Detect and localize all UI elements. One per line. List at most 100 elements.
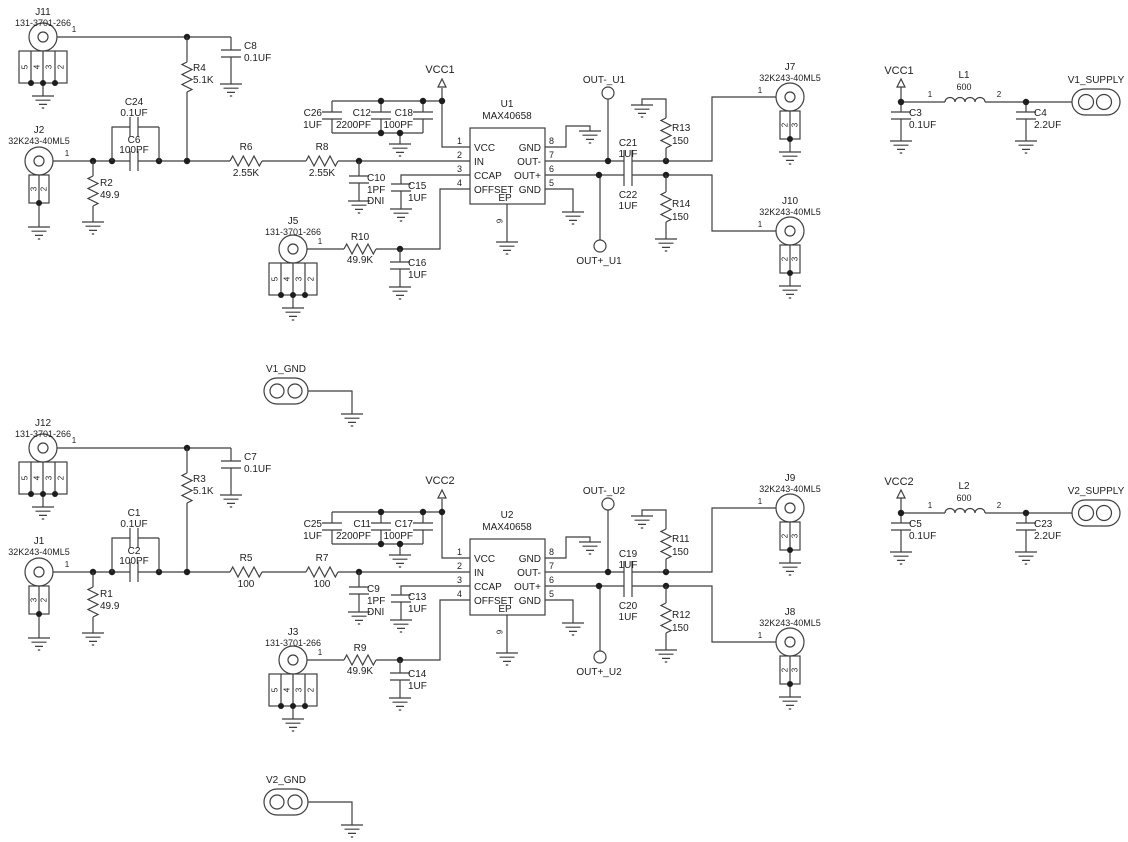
ic-pinnum-8: 8 bbox=[549, 547, 554, 557]
tp-jack-pin2-label: 2 bbox=[57, 64, 66, 69]
ic-part-label: MAX40658 bbox=[482, 111, 532, 122]
tp-jack-pin2-label: 2 bbox=[57, 475, 66, 480]
coup-cap1-val-label: 0.1UF bbox=[120, 108, 147, 119]
supply-connector-label: V2_SUPPLY bbox=[1068, 486, 1125, 497]
off-cap-ref-label: C16 bbox=[408, 258, 427, 269]
off-res-ref-label: R10 bbox=[351, 232, 370, 243]
coup-cap1-ref-label: C1 bbox=[128, 508, 141, 519]
vcc-filter-net-label: VCC1 bbox=[884, 65, 913, 77]
out-neg-cap-ref-label: C21 bbox=[619, 138, 638, 149]
ic-ep-label: EP bbox=[498, 193, 512, 204]
bias-cap-val-label: 0.1UF bbox=[244, 464, 271, 475]
tp-jack-part-label: 131-3701-266 bbox=[15, 429, 71, 439]
circuit-1-geometry bbox=[19, 23, 1120, 426]
ic-pin-offset-label: OFFSET bbox=[474, 185, 513, 196]
out-neg-jack-pin1-label: 1 bbox=[758, 497, 763, 506]
out-pos-jack-pin2-label: 2 bbox=[781, 667, 790, 672]
mon-jack-pin2-label: 2 bbox=[307, 276, 316, 281]
sup-cap2-ref-label: C23 bbox=[1034, 519, 1053, 530]
ic-pin-gnd5-label: GND bbox=[519, 185, 541, 196]
out-pos-jack-pin1-label: 1 bbox=[758, 631, 763, 640]
ind-pin1-label: 1 bbox=[928, 501, 933, 510]
ind-val-label: 600 bbox=[956, 82, 971, 92]
coup-cap1-val-label: 0.1UF bbox=[120, 519, 147, 530]
out-pos-jack-part-label: 32K243-40ML5 bbox=[759, 618, 821, 628]
tp-jack-pin1-label: 1 bbox=[72, 436, 77, 445]
in-cap-note-label: DNI bbox=[367, 607, 384, 618]
ser-res2-ref-label: R8 bbox=[316, 142, 329, 153]
term-res-ref-label: R1 bbox=[100, 589, 113, 600]
ic-pin-gnd8-label: GND bbox=[519, 554, 541, 565]
ic-pinnum-3: 3 bbox=[457, 575, 462, 585]
out-neg-res-ref-label: R13 bbox=[672, 123, 691, 134]
in-jack-part-label: 32K243-40ML5 bbox=[8, 136, 70, 146]
out-neg-jack-pin1-label: 1 bbox=[758, 86, 763, 95]
byp-cap3-val-label: 100PF bbox=[384, 531, 413, 542]
bias-cap-val-label: 0.1UF bbox=[244, 53, 271, 64]
ccap-cap-val-label: 1UF bbox=[408, 193, 427, 204]
ic-pinnum-6: 6 bbox=[549, 575, 554, 585]
bias-res-val-label: 5.1K bbox=[193, 75, 214, 86]
ic-pin-gnd5-label: GND bbox=[519, 596, 541, 607]
ind-val-label: 600 bbox=[956, 493, 971, 503]
ccap-cap-val-label: 1UF bbox=[408, 604, 427, 615]
mon-jack-pin4-label: 4 bbox=[283, 276, 292, 281]
tp-out-pos-label: OUT+_U1 bbox=[576, 256, 622, 267]
coup-cap2-ref-label: C6 bbox=[128, 135, 141, 146]
out-neg-cap-val-label: 1UF bbox=[619, 560, 638, 571]
mon-jack-part-label: 131-3701-266 bbox=[265, 227, 321, 237]
out-pos-jack-pin3-label: 3 bbox=[791, 256, 800, 261]
sup-cap1-val-label: 0.1UF bbox=[909, 531, 936, 542]
out-neg-res-val-label: 150 bbox=[672, 136, 689, 147]
out-neg-res-val-label: 150 bbox=[672, 547, 689, 558]
in-jack-pin1-label: 1 bbox=[65, 560, 70, 569]
ic-pinnum-7: 7 bbox=[549, 150, 554, 160]
byp-cap1-ref-label: C25 bbox=[304, 519, 323, 530]
off-cap-ref-label: C14 bbox=[408, 669, 427, 680]
ic-pinnum-4: 4 bbox=[457, 178, 462, 188]
tp-out-pos-label: OUT+_U2 bbox=[576, 667, 622, 678]
off-cap-val-label: 1UF bbox=[408, 270, 427, 281]
mon-jack-ref-label: J5 bbox=[288, 216, 299, 227]
tp-jack-ref-label: J11 bbox=[35, 7, 51, 18]
mon-jack-part-label: 131-3701-266 bbox=[265, 638, 321, 648]
sup-cap2-val-label: 2.2UF bbox=[1034, 120, 1061, 131]
sup-cap1-ref-label: C5 bbox=[909, 519, 922, 530]
out-neg-jack-pin3-label: 3 bbox=[791, 122, 800, 127]
byp-cap2-ref-label: C11 bbox=[353, 519, 371, 530]
ic-pin-ccap-label: CCAP bbox=[474, 171, 502, 182]
ic-pin-in-label: IN bbox=[474, 568, 484, 579]
tp-jack-pin1-label: 1 bbox=[72, 25, 77, 34]
out-neg-res-ref-label: R11 bbox=[672, 534, 690, 545]
ic-pin-gnd8-label: GND bbox=[519, 143, 541, 154]
ic-ref-label: U2 bbox=[501, 510, 514, 521]
tp-jack-pin4-label: 4 bbox=[33, 475, 42, 480]
out-pos-cap-ref-label: C20 bbox=[619, 601, 638, 612]
ic-pin-offset-label: OFFSET bbox=[474, 596, 513, 607]
ind-pin2-label: 2 bbox=[997, 90, 1002, 99]
ic-pin-in-label: IN bbox=[474, 157, 484, 168]
out-neg-jack-ref-label: J7 bbox=[785, 62, 796, 73]
out-neg-jack-pin3-label: 3 bbox=[791, 533, 800, 538]
out-pos-cap-val-label: 1UF bbox=[619, 612, 638, 623]
out-neg-jack-pin2-label: 2 bbox=[781, 122, 790, 127]
in-cap-val-label: 1PF bbox=[367, 185, 385, 196]
mon-jack-pin1-label: 1 bbox=[318, 237, 323, 246]
ind-pin2-label: 2 bbox=[997, 501, 1002, 510]
mon-jack-pin5-label: 5 bbox=[271, 276, 280, 281]
byp-cap3-ref-label: C18 bbox=[395, 108, 414, 119]
bias-res-val-label: 5.1K bbox=[193, 486, 214, 497]
gnd-connector-label: V2_GND bbox=[266, 775, 306, 786]
out-neg-cap-ref-label: C19 bbox=[619, 549, 638, 560]
in-cap-ref-label: C9 bbox=[367, 584, 380, 595]
ser-res1-val-label: 2.55K bbox=[233, 168, 259, 179]
out-pos-jack-pin1-label: 1 bbox=[758, 220, 763, 229]
coup-cap2-val-label: 100PF bbox=[119, 145, 148, 156]
ic-pinnum-6: 6 bbox=[549, 164, 554, 174]
in-cap-note-label: DNI bbox=[367, 196, 384, 207]
sup-cap1-val-label: 0.1UF bbox=[909, 120, 936, 131]
term-res-val-label: 49.9 bbox=[100, 190, 120, 201]
off-res-val-label: 49.9K bbox=[347, 666, 373, 677]
term-res-ref-label: R2 bbox=[100, 178, 113, 189]
